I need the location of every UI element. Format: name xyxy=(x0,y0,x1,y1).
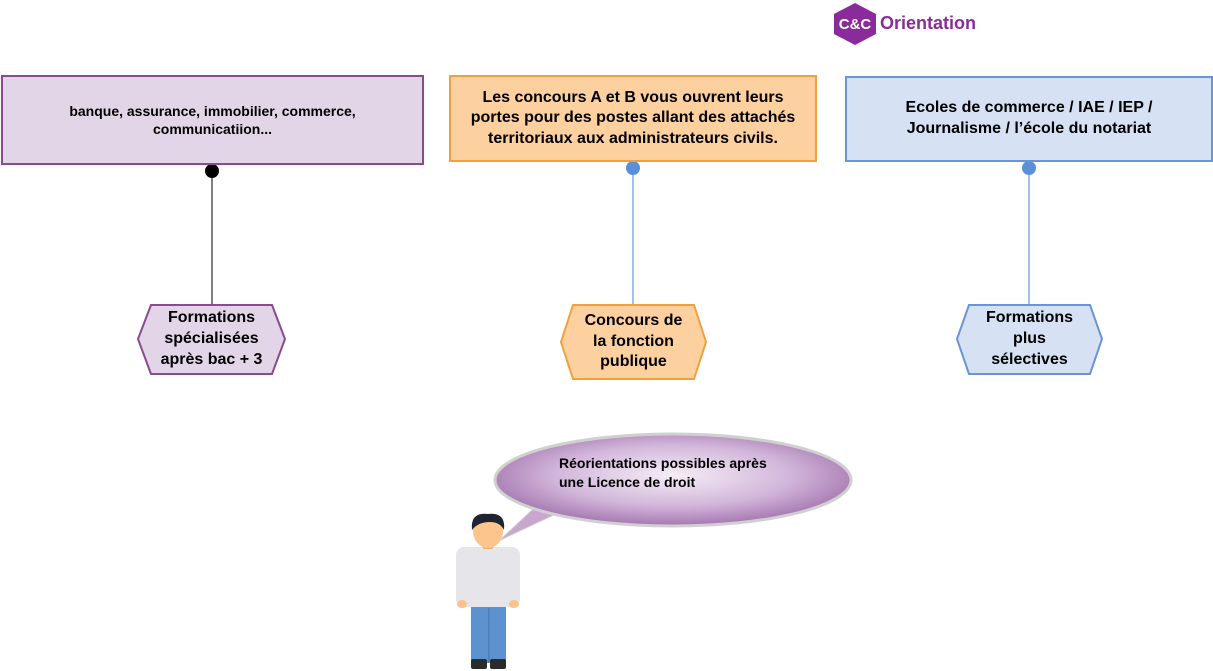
connector-dot-1 xyxy=(205,164,219,178)
hexagon-3-line-2: plus xyxy=(1013,330,1046,348)
hexagon-3-shape xyxy=(955,304,1104,375)
hexagon-2-shape xyxy=(559,304,708,380)
hexagon-3-line-3: sélectives xyxy=(991,350,1068,368)
top-box-2-text: Les concours A et B vous ouvrent leurs p… xyxy=(470,88,796,147)
speech-bubble-line-1: Réorientations possibles après xyxy=(559,455,767,471)
hexagon-2-line-2: la fonction xyxy=(593,332,674,350)
speech-bubble xyxy=(493,432,853,541)
speech-bubble-line-2: une Licence de droit xyxy=(559,473,696,490)
hexagon-2-line-1: Concours de xyxy=(584,311,683,329)
hexagon-1-line-1: Formations xyxy=(167,309,256,327)
brand-logo: C&C Orientation xyxy=(832,2,1002,46)
hexagon-3: Formations plus sélectives xyxy=(957,305,1102,374)
person-icon xyxy=(456,513,520,669)
hexagon-2-line-3: publique xyxy=(600,353,667,371)
logo-mark: C&C xyxy=(838,15,872,33)
top-box-1-text: banque, assurance, immobilier, commerce,… xyxy=(69,102,356,137)
connector-3 xyxy=(1022,161,1036,305)
speech-bubble-text: Réorientations possibles après une Licen… xyxy=(559,454,819,492)
logo-name: Orientation xyxy=(880,13,977,33)
hexagon-1-shape xyxy=(136,304,287,375)
top-box-2: Les concours A et B vous ouvrent leurs p… xyxy=(449,75,817,162)
connector-dot-2 xyxy=(626,161,640,175)
top-box-3: Ecoles de commerce / IAE / IEP / Journal… xyxy=(845,76,1213,162)
hexagon-1-line-3: après bac + 3 xyxy=(160,350,263,368)
connector-2 xyxy=(626,161,640,305)
hexagon-3-line-1: Formations xyxy=(985,309,1074,327)
hexagon-2: Concours de la fonction publique xyxy=(561,305,706,379)
hexagon-1-line-2: spécialisées xyxy=(164,330,259,348)
logo-hexagon-icon xyxy=(834,3,876,45)
connector-1 xyxy=(205,164,219,305)
top-box-3-text: Ecoles de commerce / IAE / IEP / Journal… xyxy=(905,99,1153,137)
connector-dot-3 xyxy=(1022,161,1036,175)
top-box-1: banque, assurance, immobilier, commerce,… xyxy=(1,75,424,165)
hexagon-1: Formations spécialisées après bac + 3 xyxy=(138,305,285,374)
